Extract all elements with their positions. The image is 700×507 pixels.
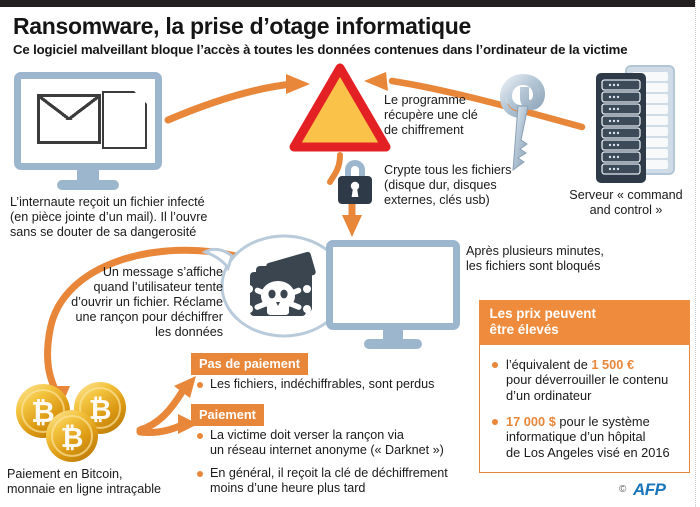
caption-bitcoin: Paiement en Bitcoin, monnaie en ligne in… bbox=[7, 467, 162, 496]
arrow-bitcoin-to-payment bbox=[136, 414, 198, 436]
monitor-neck bbox=[77, 168, 99, 182]
caption-server: Serveur « command and control » bbox=[569, 188, 683, 217]
caption-files-blocked: Après plusieurs minutes, les fichiers so… bbox=[466, 244, 604, 273]
victim-computer-icon bbox=[14, 72, 162, 192]
afp-logo: AFP bbox=[633, 480, 666, 499]
right-edge-band bbox=[695, 0, 700, 507]
server-rack-icon bbox=[596, 65, 675, 183]
no-payment-item-0: Les fichiers, indéchiffrables, sont perd… bbox=[197, 377, 490, 392]
monitor-neck-blocked bbox=[383, 328, 403, 341]
svg-text:₿: ₿ bbox=[61, 422, 84, 453]
price-item-1-amount: 17 000 $ bbox=[506, 414, 556, 429]
payment-item-1: En général, il reçoit la clé de déchiffr… bbox=[197, 466, 500, 496]
price-panel: Les prix peuvent être élevés l’équivalen… bbox=[478, 299, 690, 473]
payment-item-0: La victime doit verser la rançon via un … bbox=[197, 428, 492, 458]
copyright-symbol: © bbox=[619, 484, 627, 495]
page-subtitle: Ce logiciel malveillant bloque l’accès à… bbox=[13, 42, 628, 57]
no-payment-header: Pas de paiement bbox=[191, 353, 308, 375]
blocked-computer-icon bbox=[326, 240, 460, 350]
warning-triangle-icon bbox=[289, 63, 391, 152]
monitor-base bbox=[57, 180, 119, 190]
document-fold-icon bbox=[134, 91, 147, 104]
padlock-icon bbox=[338, 160, 372, 204]
skull-crossbones-icon bbox=[245, 251, 316, 316]
monitor-screen-blocked bbox=[326, 240, 460, 330]
caption-key-retrieval: Le programme récupère une clé de chiffre… bbox=[384, 93, 478, 137]
caption-infected-file: L’internaute reçoit un fichier infecté (… bbox=[10, 195, 208, 239]
price-item-0-pre: l’équivalent de bbox=[506, 357, 592, 372]
caption-encrypt-files: Crypte tous les fichiers (disque dur, di… bbox=[384, 163, 512, 207]
arrow-warning-to-lock bbox=[327, 152, 343, 185]
svg-text:₿: ₿ bbox=[31, 397, 55, 429]
monitor-base-blocked bbox=[364, 339, 422, 349]
arrow-lock-to-monitor bbox=[342, 196, 362, 237]
price-item-0-post: pour déverrouiller le contenu d’un ordin… bbox=[506, 372, 669, 403]
at-key-icon bbox=[499, 73, 546, 172]
payment-header: Paiement bbox=[191, 404, 264, 426]
bitcoin-coin-icon: ₿ ₿ ₿ bbox=[16, 382, 126, 462]
svg-text:₿: ₿ bbox=[89, 394, 112, 425]
price-item-1: 17 000 $ pour le système informatique d’… bbox=[492, 414, 698, 460]
top-band bbox=[0, 0, 700, 7]
caption-message-displayed: Un message s’affiche quand l’utilisateur… bbox=[71, 265, 223, 339]
arrow-mail-to-warning bbox=[164, 74, 310, 124]
price-panel-title: Les prix peuvent être élevés bbox=[478, 299, 690, 345]
price-item-0: l’équivalent de 1 500 € pour déverrouill… bbox=[492, 357, 696, 403]
speech-bubble bbox=[201, 234, 348, 338]
price-item-0-amount: 1 500 € bbox=[591, 357, 635, 372]
page-title: Ransomware, la prise d’otage informatiqu… bbox=[13, 13, 472, 39]
envelope-icon bbox=[37, 94, 101, 144]
price-item-1-post: pour le système informatique d’un hôpita… bbox=[506, 414, 670, 460]
arrow-bitcoin-to-no-payment bbox=[136, 376, 196, 434]
